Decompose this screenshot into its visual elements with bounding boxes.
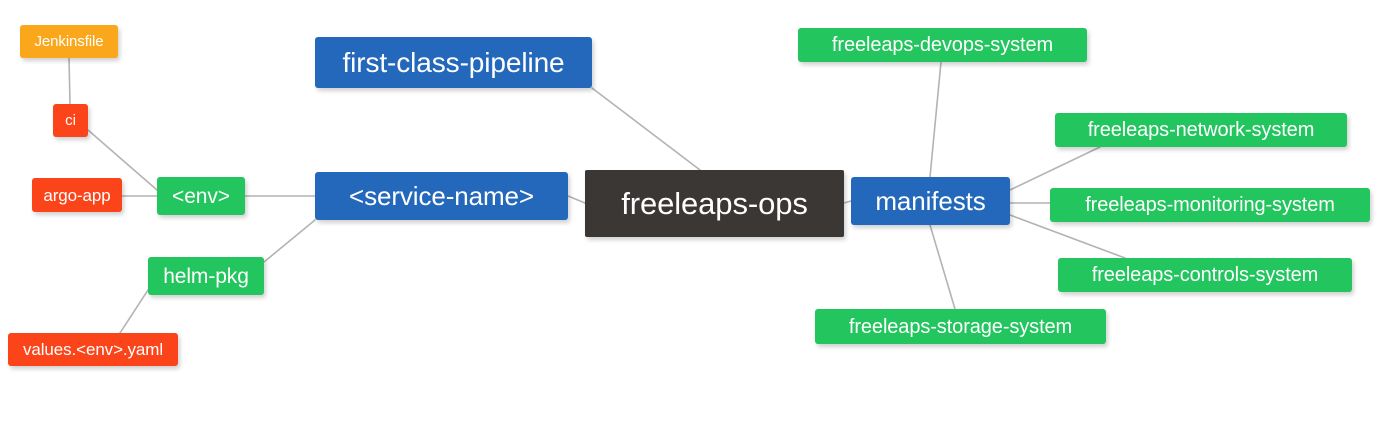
edge-root-to-manifests	[843, 200, 852, 204]
node-freeleaps-monitoring-system[interactable]: freeleaps-monitoring-system	[1050, 188, 1370, 222]
node-values-env-yaml[interactable]: values.<env>.yaml	[8, 333, 178, 366]
edge-helm-pkg-to-values-yaml	[119, 289, 149, 334]
node-ci[interactable]: ci	[53, 104, 88, 137]
node-freeleaps-controls-system[interactable]: freeleaps-controls-system	[1058, 258, 1352, 292]
node-first-class-pipeline[interactable]: first-class-pipeline	[315, 37, 592, 88]
node-freeleaps-devops-system[interactable]: freeleaps-devops-system	[798, 28, 1087, 62]
edge-root-to-service-name	[567, 195, 586, 204]
node-freeleaps-network-system[interactable]: freeleaps-network-system	[1055, 113, 1347, 147]
edge-service-name-to-first-class-pipeline	[591, 87, 701, 171]
edge-service-name-to-helm-pkg	[263, 219, 316, 263]
edge-manifests-to-network-system	[1009, 146, 1101, 191]
node-freeleaps-storage-system[interactable]: freeleaps-storage-system	[815, 309, 1106, 344]
node-argo-app[interactable]: argo-app	[32, 178, 122, 212]
node-jenkinsfile[interactable]: Jenkinsfile	[20, 25, 118, 58]
edge-ci-to-jenkinsfile	[68, 57, 71, 105]
node-freeleaps-ops[interactable]: freeleaps-ops	[585, 170, 844, 237]
node-env[interactable]: <env>	[157, 177, 245, 215]
node-manifests[interactable]: manifests	[851, 177, 1010, 225]
node-service-name[interactable]: <service-name>	[315, 172, 568, 220]
edge-manifests-to-storage-system	[929, 224, 956, 310]
edge-manifests-to-devops-system	[929, 61, 942, 178]
node-helm-pkg[interactable]: helm-pkg	[148, 257, 264, 295]
